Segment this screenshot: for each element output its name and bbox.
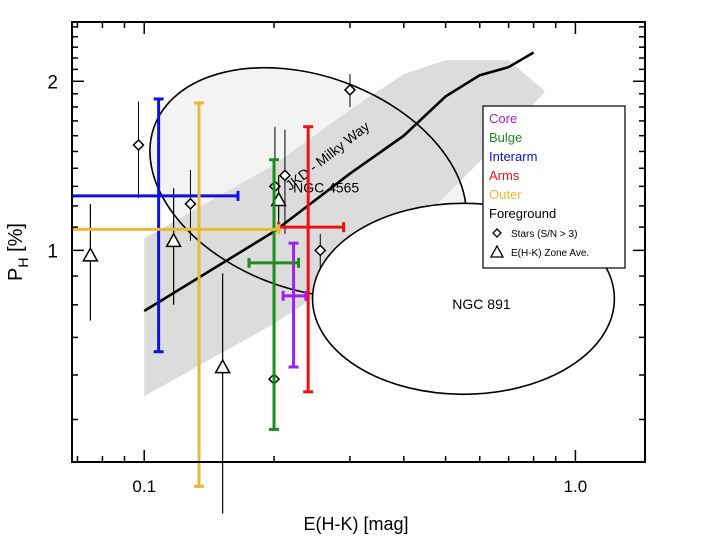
x-tick-label: 1.0 bbox=[564, 477, 588, 496]
y-tick-label: 2 bbox=[47, 72, 58, 93]
series-layer bbox=[72, 97, 346, 488]
legend-entry-core: Core bbox=[489, 111, 517, 126]
y-axis-label-unit: [%] bbox=[5, 223, 27, 257]
jkd-curve bbox=[143, 51, 535, 313]
zone-average-point bbox=[165, 232, 182, 248]
x-tick-label: 0.1 bbox=[132, 477, 156, 496]
legend-entry-interarm: Interarm bbox=[489, 149, 537, 164]
y-axis-label: PH [%] bbox=[5, 223, 31, 281]
x-axis-label: E(H-K) [mag] bbox=[303, 514, 408, 534]
legend-entry-arms: Arms bbox=[489, 168, 520, 183]
y-axis-label-main: P bbox=[5, 268, 27, 281]
plot-frame bbox=[71, 21, 646, 463]
y-tick-label: 1 bbox=[47, 241, 58, 262]
legend-entry-e-h-k-zone-ave: E(H-K) Zone Ave. bbox=[511, 248, 589, 259]
legend-entry-outer: Outer bbox=[489, 187, 522, 202]
region-label-ngc-891: NGC 891 bbox=[452, 296, 511, 312]
legend-entry-stars-s-n-3: Stars (S/N > 3) bbox=[511, 229, 577, 240]
legend-box bbox=[482, 105, 626, 269]
legend-triangle-icon bbox=[489, 244, 505, 258]
star-point bbox=[132, 138, 145, 152]
y-axis-label-subscript: H bbox=[15, 257, 31, 267]
legend-entry-bulge: Bulge bbox=[489, 130, 522, 145]
legend: CoreBulgeInterarmArmsOuterForegroundStar… bbox=[482, 105, 626, 269]
star-point bbox=[278, 169, 291, 182]
zone-average-point bbox=[214, 358, 231, 374]
star-point bbox=[184, 197, 197, 210]
zone-average-point bbox=[82, 246, 99, 262]
legend-diamond-icon bbox=[492, 228, 502, 238]
star-point bbox=[314, 244, 327, 257]
axes-layer: 0.1 1.0 1 2 bbox=[47, 21, 646, 496]
region-label-ngc-4565: NGC 4565 bbox=[293, 180, 359, 196]
star-point bbox=[343, 83, 357, 97]
legend-entry-foreground: Foreground bbox=[489, 206, 556, 221]
